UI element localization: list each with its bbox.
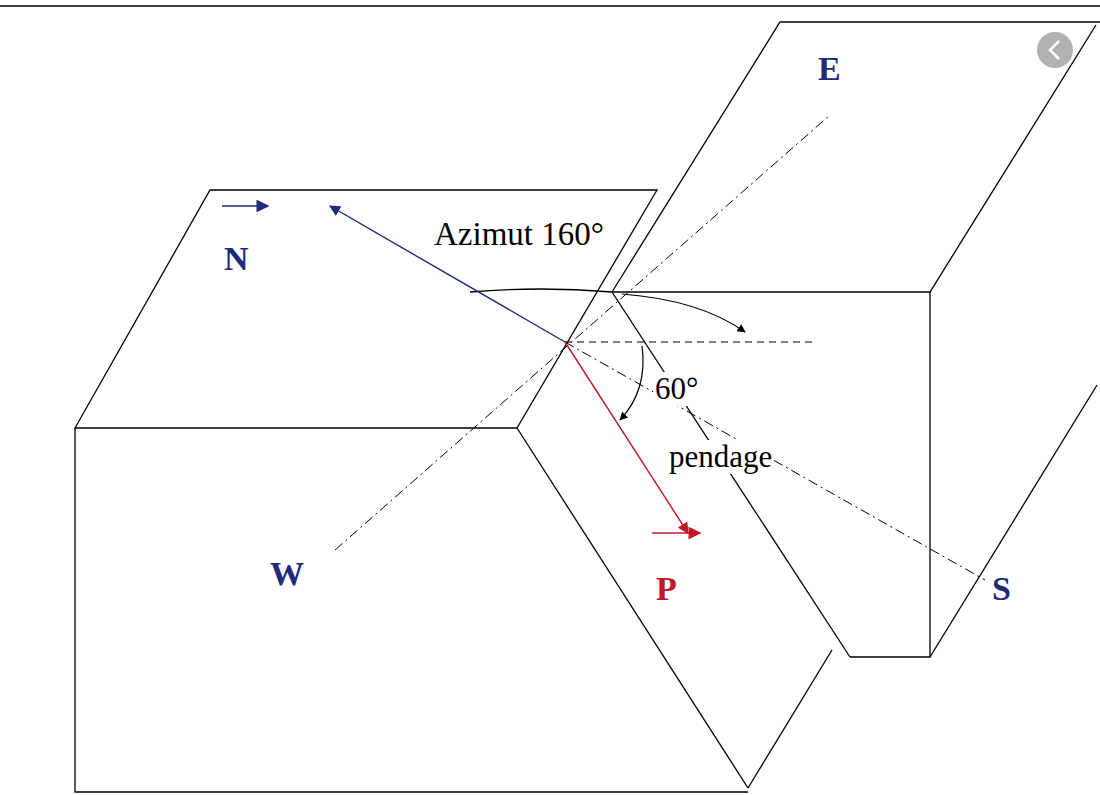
horizontal-reference (565, 342, 812, 343)
angle-label: pendage (667, 440, 774, 474)
compass-letter: E (816, 50, 843, 87)
ui-badge-chevron (1050, 41, 1059, 59)
right-block-top-front (612, 25, 1096, 292)
vector-arrow (222, 205, 268, 207)
block-edges (75, 22, 1100, 792)
compass-letter: N (222, 240, 251, 277)
strike-curve (470, 289, 612, 292)
compass-letter: W (268, 555, 306, 592)
right-block-side (930, 385, 1097, 657)
angle-label: 60° (653, 372, 700, 406)
south-axis (565, 342, 985, 580)
ui-badge (1037, 32, 1073, 68)
angle-label: Azimut 160° (432, 216, 606, 252)
top-rule (0, 5, 1100, 7)
compass-letter: S (990, 570, 1013, 607)
dip-angle-arc (620, 346, 643, 420)
right-block-front (850, 292, 930, 657)
fault-trace (517, 428, 748, 788)
fault-plane-edge (612, 292, 850, 657)
fault-plane-bottom (748, 650, 832, 788)
azimuth-arc (622, 294, 745, 332)
vector-label: P (654, 570, 679, 607)
left-block-top (75, 190, 657, 428)
west-east-axis (335, 115, 830, 550)
right-block-top (612, 22, 1100, 292)
vector-arrow (652, 532, 700, 534)
dip-arrow (565, 342, 688, 533)
axes (335, 115, 985, 580)
